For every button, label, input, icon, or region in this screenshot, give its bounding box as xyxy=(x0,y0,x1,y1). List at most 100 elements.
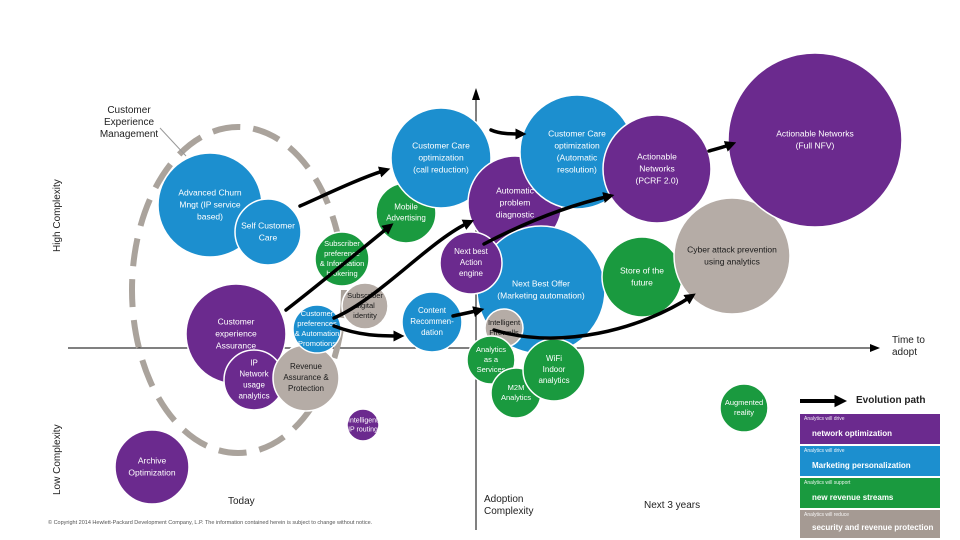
bubble-customer-care-optimization: Customer Care optimization (call reduction… xyxy=(390,107,492,209)
bubble-label: analytics xyxy=(238,392,269,401)
bubble-label: Intelligent xyxy=(488,318,521,327)
bubble-label: Self Customer xyxy=(241,220,295,230)
evolution-arrow xyxy=(489,128,527,140)
legend-security-revenue-protection: Analytics will reduce security and reven… xyxy=(800,510,940,538)
bubble-circle xyxy=(346,408,380,442)
bubble-label: Subscriber xyxy=(324,239,360,248)
adoption-complexity-label: Adoption Complexity xyxy=(484,494,533,518)
bubble-label: Indoor xyxy=(543,365,566,374)
bubble-circle xyxy=(439,231,503,295)
legend-network-optimization: Analytics will drive network optimizatio… xyxy=(800,414,940,444)
bubble-label: future xyxy=(631,277,653,287)
cem-callout-line xyxy=(159,127,187,157)
y-axis-high-label: High Complexity xyxy=(52,179,63,252)
bubble-label: preferences xyxy=(297,319,337,328)
evolution-arrow xyxy=(482,192,615,246)
adoption-label-line: Complexity xyxy=(484,506,534,517)
bubble-label: Optimization xyxy=(128,467,176,477)
bubble-label: Protection xyxy=(288,384,324,393)
evolution-arrow xyxy=(332,219,475,320)
bubble-label: digital xyxy=(355,301,375,310)
bubble-label: Actionable Networks xyxy=(776,128,853,138)
bubble-circle xyxy=(234,198,302,266)
bubble-label: Advertising xyxy=(386,214,426,223)
bubble-label: & Automation xyxy=(295,329,340,338)
bubble-label: Network xyxy=(239,370,269,379)
x-axis-label-line: adopt xyxy=(892,347,918,358)
bubble-label: IP xyxy=(250,359,258,368)
bubble-label: Cyber attack prevention xyxy=(687,244,777,254)
bubble-label: dation xyxy=(421,328,443,337)
bubble-label: brokering xyxy=(326,269,357,278)
bubble-label: (PCRF 2.0) xyxy=(636,175,679,185)
bubble-label: resolution) xyxy=(557,164,597,174)
bubble-label: (Marketing automation) xyxy=(497,290,585,300)
bubble-label: Customer Care xyxy=(412,140,470,150)
bubble-label: diagnostic xyxy=(496,209,535,219)
bubble-label: Content xyxy=(418,306,447,315)
x-axis-label: Time to adopt xyxy=(892,335,925,359)
bubble-label: based) xyxy=(197,211,223,221)
bubble-label: Subscriber xyxy=(347,291,383,300)
bubble-circle xyxy=(727,52,903,228)
bubble-label: (call reduction) xyxy=(413,164,469,174)
bubble-circle xyxy=(401,291,463,353)
bubble-label: Services xyxy=(477,365,506,374)
bubble-label: Analytics xyxy=(476,345,506,354)
bubble-label: as a xyxy=(484,355,499,364)
bubble-actionable-networks-nfv: Actionable Networks (Full NFV) xyxy=(727,52,903,228)
cem-label-line: Customer xyxy=(107,105,151,116)
bubble-label: IP routing xyxy=(348,426,378,433)
bubble-label: Revenue xyxy=(290,362,323,371)
bubble-label: Automatic xyxy=(496,185,535,195)
bubble-label: Assurance xyxy=(216,340,256,350)
x-axis-arrow xyxy=(870,344,880,352)
bubble-label: Advanced Churn xyxy=(178,187,242,197)
legend-small-text: Analytics will support xyxy=(804,480,851,486)
bubble-circle xyxy=(314,231,370,287)
legend-new-revenue-streams: Analytics will support new revenue strea… xyxy=(800,478,940,508)
bubble-label: (Full NFV) xyxy=(796,140,835,150)
evolution-arrow xyxy=(332,324,405,342)
bubble-label: problem xyxy=(500,197,531,207)
evolution-path-label: Evolution path xyxy=(856,395,926,406)
x-axis-label-line: Time to xyxy=(892,335,925,346)
bubble-circle xyxy=(719,383,769,433)
bubble-label: Assurance & xyxy=(283,373,329,382)
bubble-label: Customer Care xyxy=(548,128,606,138)
bubble-label: optimization xyxy=(418,152,464,162)
bubble-label: Recommen- xyxy=(410,317,454,326)
bubble-label: Store of the xyxy=(620,265,664,275)
evolution-arrow xyxy=(492,293,696,340)
bubble-label: experience xyxy=(215,328,257,338)
bubble-store-of-the-future: Store of the future xyxy=(601,236,683,318)
bubble-circle xyxy=(114,429,190,505)
bubble-label: Mobile xyxy=(394,203,418,212)
bubble-circle xyxy=(341,282,389,330)
bubble-label: usage xyxy=(243,381,265,390)
bubble-label: Promotions xyxy=(298,339,336,348)
bubble-label: Care xyxy=(259,232,278,242)
copyright-notice: © Copyright 2014 Hewlett-Packard Develop… xyxy=(48,520,373,526)
customer-experience-management-boundary xyxy=(129,124,347,456)
bubble-label: analytics xyxy=(538,376,569,385)
evolution-arrow xyxy=(707,141,737,153)
legend-main-text: new revenue streams xyxy=(812,493,894,502)
bubble-label: using analytics xyxy=(704,256,760,266)
bubble-label: engine xyxy=(459,269,484,278)
legend-main-text: security and revenue protection xyxy=(812,523,934,532)
cem-label: Customer Experience Management xyxy=(94,105,164,141)
cem-label-line: Experience xyxy=(103,117,155,128)
bubble-label: M2M xyxy=(508,383,525,392)
